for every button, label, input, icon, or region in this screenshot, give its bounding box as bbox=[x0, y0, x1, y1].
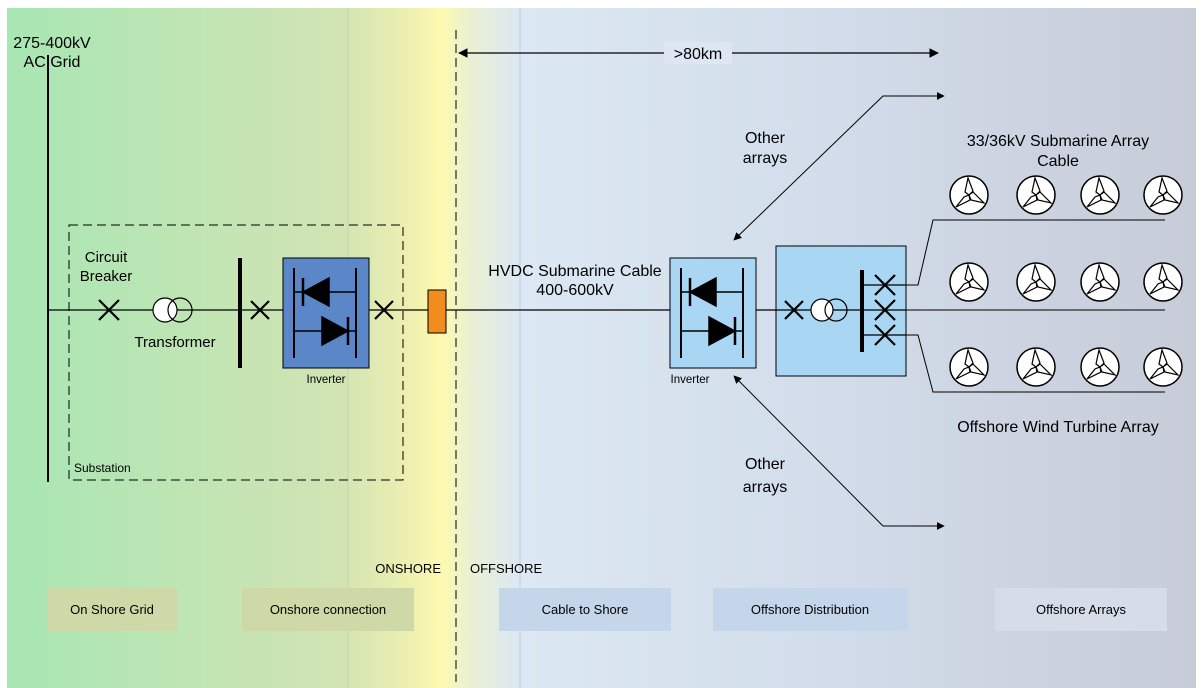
breaker-label-line1: Circuit bbox=[85, 249, 128, 266]
wind-turbine-icon bbox=[1016, 175, 1056, 215]
other-arrays-top-arrow bbox=[733, 92, 945, 241]
other-arrays-bottom-line1: Other bbox=[745, 456, 786, 473]
distance-label-bg bbox=[664, 42, 732, 64]
array-cable-label-line1: 33/36kV Submarine Array bbox=[967, 133, 1149, 150]
onshore-inverter-label: Inverter bbox=[307, 374, 346, 386]
wind-turbine-icon bbox=[949, 347, 989, 387]
array-breakers bbox=[862, 274, 906, 346]
substation-label: Substation bbox=[74, 461, 131, 475]
zone-box-offshore-distribution bbox=[713, 588, 908, 631]
converter-icon bbox=[680, 268, 744, 358]
other-arrays-bottom-line2: arrays bbox=[743, 479, 787, 496]
turbine-array-label: Offshore Wind Turbine Array bbox=[957, 419, 1159, 436]
grid-label-line2: AC Grid bbox=[24, 54, 81, 71]
offshore-inverter-label: Inverter bbox=[671, 374, 710, 386]
wind-turbine-icon bbox=[1143, 347, 1183, 387]
array-cables bbox=[906, 219, 1165, 393]
zone-label-offshore-arrays: Offshore Arrays bbox=[1036, 602, 1127, 617]
wind-turbine-icon bbox=[1016, 262, 1056, 302]
distance-label: >80km bbox=[674, 46, 722, 63]
zone-box-onshore-connection bbox=[242, 588, 414, 631]
offshore-label: OFFSHORE bbox=[470, 561, 543, 576]
substation-box bbox=[68, 224, 404, 481]
zone-box-cable-to-shore bbox=[499, 588, 671, 631]
cable-landing-point bbox=[427, 289, 447, 334]
wind-turbine-icon bbox=[949, 175, 989, 215]
other-arrays-top-line1: Other bbox=[745, 130, 786, 147]
other-arrays-bottom-arrow bbox=[733, 375, 945, 530]
cable-label-line2: 400-600kV bbox=[536, 282, 614, 299]
converter-icon bbox=[293, 268, 357, 358]
array-cable-label-line2: Cable bbox=[1037, 153, 1079, 170]
wind-turbine-icon bbox=[1080, 175, 1120, 215]
other-arrays-top-line2: arrays bbox=[743, 150, 787, 167]
grid-label-line1: 275-400kV bbox=[13, 35, 91, 52]
wind-turbine-icon bbox=[949, 262, 989, 302]
zone-label-onshore-connection: Onshore connection bbox=[270, 602, 386, 617]
wind-turbine-icon bbox=[1080, 262, 1120, 302]
zone-legend: On Shore Grid Onshore connection Cable t… bbox=[48, 588, 1167, 631]
transformer-icon bbox=[810, 298, 848, 322]
zone-box-offshore-arrays bbox=[995, 588, 1167, 631]
zone-label-on-shore-grid: On Shore Grid bbox=[70, 602, 154, 617]
circuit-breaker-icon bbox=[250, 300, 270, 320]
circuit-breaker-icon bbox=[374, 300, 394, 320]
offshore-inverter bbox=[669, 257, 757, 369]
circuit-breaker-icon bbox=[98, 299, 120, 321]
transformer-label: Transformer bbox=[134, 334, 215, 351]
wind-turbine-icon bbox=[1143, 175, 1183, 215]
cable-label-line1: HVDC Submarine Cable bbox=[488, 263, 662, 280]
onshore-inverter bbox=[282, 257, 370, 369]
onshore-label: ONSHORE bbox=[375, 561, 441, 576]
wind-turbine-icon bbox=[1016, 347, 1056, 387]
zone-label-cable-to-shore: Cable to Shore bbox=[542, 602, 629, 617]
zone-box-on-shore-grid bbox=[48, 588, 177, 631]
wind-turbine-icon bbox=[1080, 347, 1120, 387]
wind-turbine-icon bbox=[1143, 262, 1183, 302]
background bbox=[7, 8, 1196, 688]
transformer-icon bbox=[152, 297, 193, 323]
breaker-label-line2: Breaker bbox=[80, 268, 133, 285]
zone-label-offshore-distribution: Offshore Distribution bbox=[751, 602, 869, 617]
